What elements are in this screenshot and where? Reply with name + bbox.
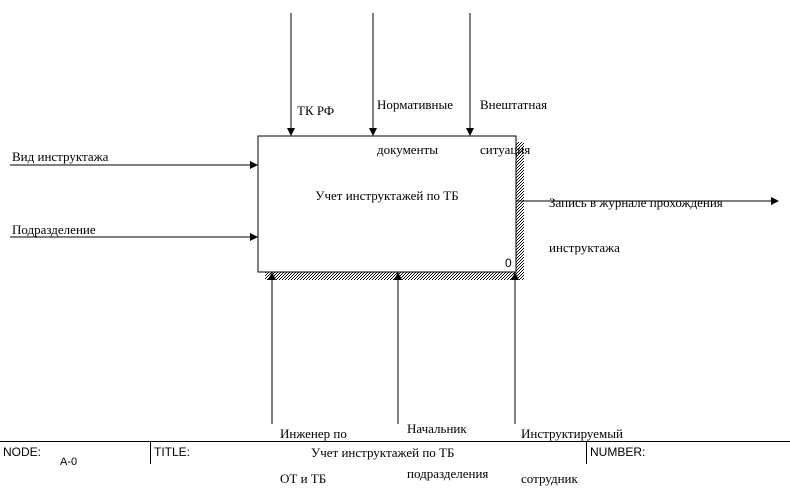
footer-node-value: A-0 <box>60 456 78 468</box>
footer-title-label: TITLE: <box>154 445 191 459</box>
control-label-normative-docs: Нормативные документы <box>377 97 454 157</box>
mechanism-arrow-engineer[interactable] <box>268 272 276 424</box>
activity-box-shadow-bottom <box>265 272 524 280</box>
footer-node-label: NODE: <box>3 445 42 459</box>
idef0-diagram <box>10 13 779 424</box>
diagram-footer: NODE: A-0 TITLE: Учет инструктажей по ТБ… <box>0 441 790 468</box>
input-arrow-briefing-type[interactable] <box>10 161 258 169</box>
activity-box-shadow-right <box>516 142 524 280</box>
input-label-briefing-type: Вид инструктажа <box>12 149 109 164</box>
activity-title: Учет инструктажей по ТБ <box>315 188 459 203</box>
control-arrow-normative-docs[interactable] <box>369 13 377 136</box>
mechanism-arrow-employee[interactable] <box>511 272 519 424</box>
input-label-department: Подразделение <box>12 222 96 237</box>
input-arrow-department[interactable] <box>10 233 258 241</box>
control-label-tk-rf: ТК РФ <box>297 103 335 118</box>
output-arrow-journal-record[interactable] <box>516 197 779 205</box>
footer-number-cell: NUMBER: <box>587 442 790 464</box>
output-label-journal-record: Запись в журнале прохождения инструктажа <box>549 195 723 255</box>
footer-title-value: Учет инструктажей по ТБ <box>311 445 455 460</box>
mechanism-arrow-head-of-department[interactable] <box>394 272 402 424</box>
control-arrow-emergency[interactable] <box>466 13 474 136</box>
footer-node-cell: NODE: A-0 <box>0 442 151 468</box>
control-arrow-tk-rf[interactable] <box>287 13 295 136</box>
footer-number-label: NUMBER: <box>590 445 646 459</box>
activity-number: 0 <box>505 256 512 270</box>
footer-title-cell: TITLE: Учет инструктажей по ТБ <box>151 442 587 464</box>
control-label-emergency: Внештатная ситуация <box>480 97 548 157</box>
activity-box[interactable] <box>257 135 517 273</box>
